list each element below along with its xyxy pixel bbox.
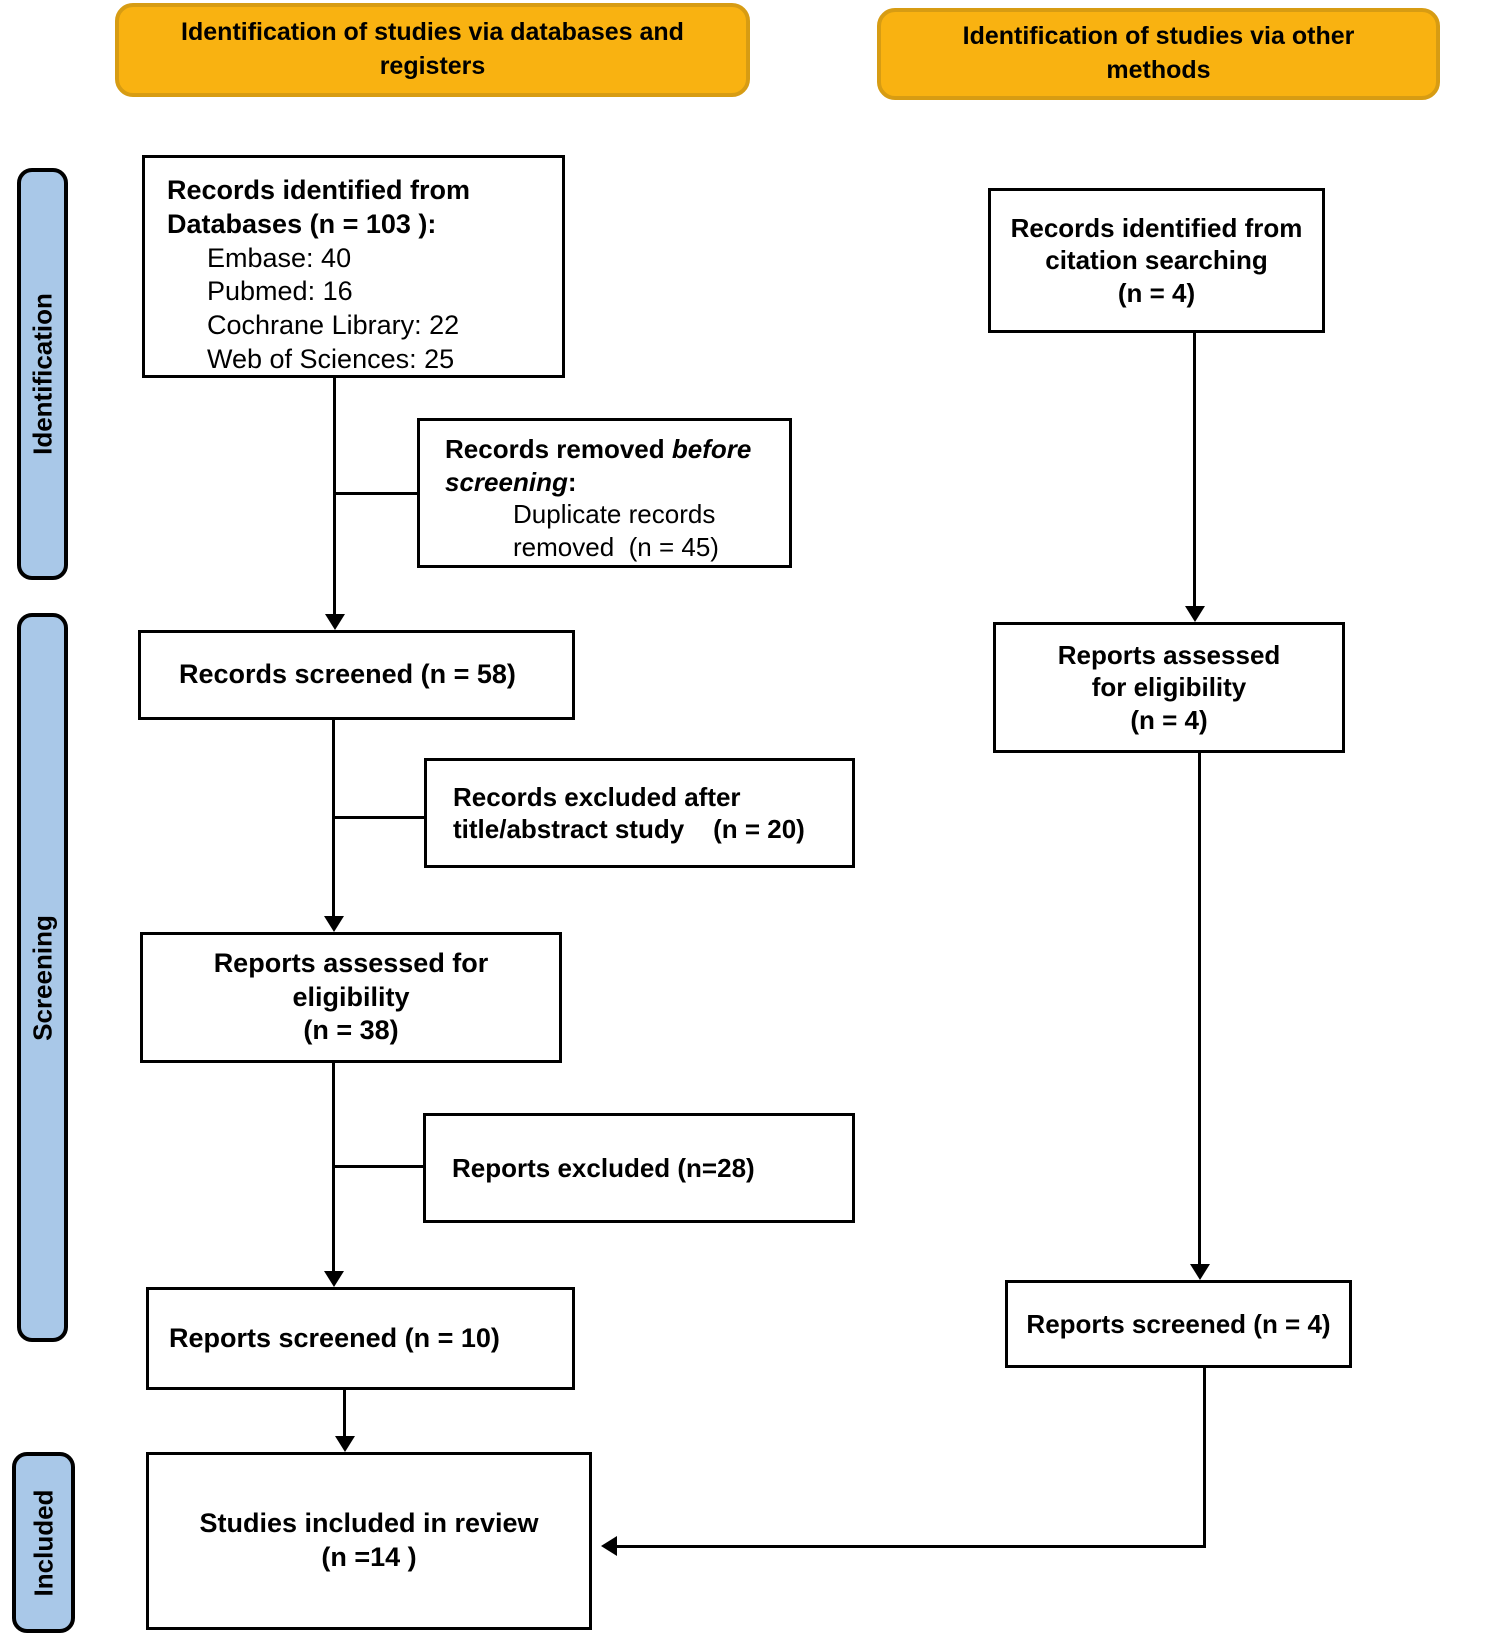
title-italic-text: screening (445, 466, 568, 497)
arrowhead-down (324, 1271, 344, 1287)
connector-line (333, 1165, 423, 1168)
box-reports-assessed-eligibility-right: Reports assessed for eligibility (n = 4) (993, 622, 1345, 753)
arrow-line (332, 1063, 335, 1273)
box-label: Reports excluded (n=28) (452, 1152, 755, 1183)
box-label-line: title/abstract study (n = 20) (453, 814, 805, 844)
arrowhead-down (325, 614, 345, 630)
box-label-line: (n = 38) (303, 1015, 399, 1046)
database-count-item: Pubmed: 16 (207, 276, 353, 307)
stage-screening: Screening (17, 613, 68, 1342)
box-records-identified-citation: Records identified from citation searchi… (988, 188, 1325, 333)
box-reports-screened-right: Reports screened (n = 4) (1005, 1280, 1352, 1368)
header-databases-registers: Identification of studies via databases … (115, 3, 750, 97)
database-count-item: Web of Sciences: 25 (207, 343, 455, 374)
box-title-line: screening: (445, 466, 781, 499)
box-records-identified-databases: Records identified from Databases (n = 1… (142, 155, 565, 378)
box-label-line: Records identified from (1010, 212, 1303, 243)
box-label-line: for eligibility (1091, 672, 1247, 703)
stage-included-label: Included (28, 1489, 58, 1596)
box-label-line: Reports assessed (1057, 639, 1281, 670)
box-studies-included: Studies included in review (n =14 ) (146, 1452, 592, 1630)
box-records-excluded: Records excluded after title/abstract st… (424, 758, 855, 868)
arrowhead-down (335, 1436, 355, 1452)
box-label-line: citation searching (1045, 245, 1268, 276)
box-title-line: Records identified from (167, 175, 471, 205)
arrow-line (332, 720, 335, 918)
arrowhead-down (1190, 1264, 1210, 1280)
box-label-line: Studies included in review (199, 1508, 539, 1539)
box-reports-screened-left: Reports screened (n = 10) (146, 1287, 575, 1390)
box-reports-assessed-eligibility-left: Reports assessed for eligibility (n = 38… (140, 932, 562, 1063)
box-reports-excluded: Reports excluded (n=28) (423, 1113, 855, 1223)
box-label-line: (n = 4) (1117, 277, 1196, 308)
title-text: : (567, 466, 577, 497)
box-records-removed-before-screening: Records removed before screening: Duplic… (417, 418, 792, 568)
box-label: Reports screened (n = 10) (169, 1322, 500, 1353)
connector-line (333, 816, 424, 819)
arrow-line (616, 1545, 1206, 1548)
box-label-line: (n =14 ) (321, 1542, 417, 1572)
box-label-line: Reports assessed for (213, 947, 489, 978)
database-count-item: Cochrane Library: 22 (207, 310, 460, 340)
box-label-line: Records excluded after (453, 781, 741, 812)
arrow-line (343, 1390, 346, 1438)
box-records-screened: Records screened (n = 58) (138, 630, 575, 720)
removed-detail-line: Duplicate records (513, 499, 716, 529)
stage-screening-label: Screening (27, 914, 57, 1041)
database-count-item: Embase: 40 (207, 242, 352, 273)
box-label: Records screened (n = 58) (179, 659, 516, 690)
box-title-line: Databases (n = 103 ): (167, 208, 437, 239)
stage-identification-label: Identification (27, 293, 57, 455)
box-label-line: eligibility (292, 981, 410, 1012)
arrow-line (1193, 333, 1196, 608)
title-text: Records removed (445, 434, 672, 464)
stage-included: Included (12, 1452, 75, 1633)
box-label-line: (n = 4) (1130, 704, 1208, 735)
header-other-methods: Identification of studies via other meth… (877, 8, 1440, 100)
stage-identification: Identification (17, 168, 68, 580)
removed-detail-line: removed (n = 45) (513, 531, 719, 562)
arrowhead-down (324, 916, 344, 932)
connector-line (334, 492, 417, 495)
arrow-line (1203, 1368, 1206, 1548)
box-label: Reports screened (n = 4) (1026, 1308, 1331, 1339)
title-italic-text: before (671, 434, 752, 464)
arrow-line (333, 378, 336, 616)
box-title-line: Records removed before (445, 433, 781, 466)
arrowhead-down (1185, 606, 1205, 622)
arrowhead-left (601, 1536, 617, 1556)
arrow-line (1198, 753, 1201, 1266)
